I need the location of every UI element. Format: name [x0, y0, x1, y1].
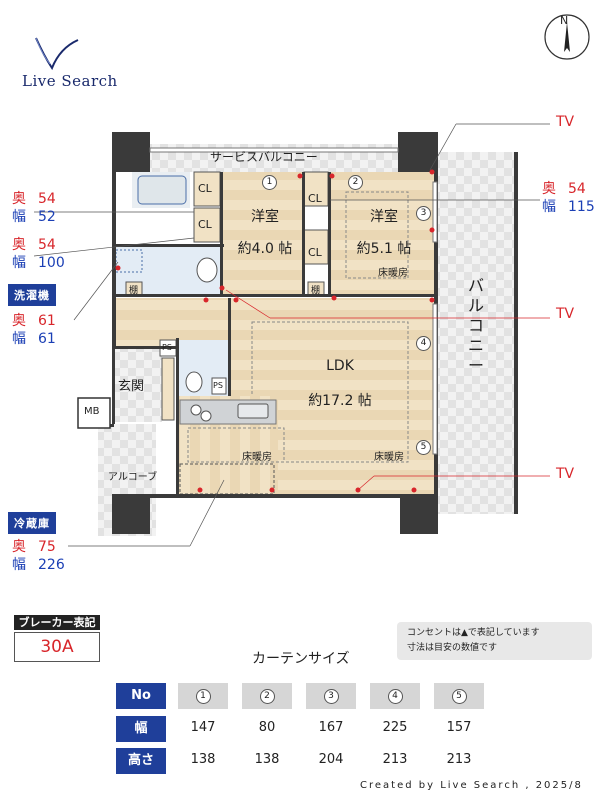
balcony-label: バルコニー	[467, 276, 484, 375]
tv-label: TV	[556, 466, 575, 482]
compass-icon	[544, 14, 590, 60]
curtain-width-cell: 80	[258, 720, 276, 735]
curtain-height-cell: 213	[446, 752, 472, 767]
room1-name: 洋室	[251, 209, 279, 225]
ldk-floor-heating: 床暖房	[374, 452, 404, 463]
curtain-number-cell: 5	[434, 683, 484, 709]
window-number: 3	[416, 206, 431, 221]
curtain-width-cell: 147	[190, 720, 216, 735]
floor-plan	[33, 123, 550, 547]
curtain-height-cell: 138	[254, 752, 280, 767]
window-number: 2	[348, 175, 363, 190]
alcove-label: アルコーブ	[108, 472, 158, 483]
closet-label: CL	[308, 246, 322, 259]
window-number: 1	[262, 175, 277, 190]
curtain-height-cell: 213	[382, 752, 408, 767]
room2-floor-heating: 床暖房	[378, 268, 408, 279]
curtain-height-cell: 204	[318, 752, 344, 767]
ps-label: PS	[162, 343, 172, 352]
row-label-no: No	[116, 683, 166, 709]
service-balcony-label: サービスバルコニー	[210, 150, 318, 164]
curtain-width-cell: 167	[318, 720, 344, 735]
breaker-value: 30A	[14, 632, 100, 662]
curtain-title: カーテンサイズ	[252, 651, 350, 667]
curtain-height-cell: 138	[190, 752, 216, 767]
tv-label: TV	[556, 114, 575, 130]
curtain-number-cell: 1	[178, 683, 228, 709]
curtain-number-cell: 2	[242, 683, 292, 709]
ldk-size: 約17.2 帖	[308, 393, 372, 409]
note-line-2: 寸法は目安の数値です	[407, 643, 498, 653]
shelf-label: 棚	[129, 286, 139, 296]
footer-credit: Created by Live Search , 2025/8	[360, 780, 583, 791]
logo-text: Live Search	[22, 72, 118, 90]
breaker-header: ブレーカー表記	[14, 615, 100, 630]
curtain-width-cell: 157	[446, 720, 472, 735]
logo-mark	[35, 37, 79, 71]
row-label-width: 幅	[116, 716, 166, 742]
fridge-label: 冷蔵庫	[8, 512, 56, 534]
mb-label: MB	[84, 406, 100, 417]
shelf-label: 棚	[311, 286, 321, 296]
curtain-width-cell: 225	[382, 720, 408, 735]
kitchen-floor-heating: 床暖房	[242, 452, 272, 463]
window-number: 4	[416, 336, 431, 351]
room2-size: 約5.1 帖	[356, 241, 412, 257]
ps-label: PS	[213, 381, 223, 390]
window-number: 5	[416, 440, 431, 455]
closet-label: CL	[198, 182, 212, 195]
curtain-number-cell: 4	[370, 683, 420, 709]
room1-size: 約4.0 帖	[237, 241, 293, 257]
ldk-name: LDK	[326, 358, 354, 374]
closet-label: CL	[308, 192, 322, 205]
compass-letter: N	[560, 14, 569, 27]
tv-label: TV	[556, 306, 575, 322]
closet-label: CL	[198, 218, 212, 231]
note-line-1: コンセントは▲で表記しています	[407, 628, 540, 638]
note-box: コンセントは▲で表記しています 寸法は目安の数値です	[397, 622, 592, 660]
curtain-number-cell: 3	[306, 683, 356, 709]
entrance-label: 玄関	[118, 379, 145, 394]
washer-label: 洗濯機	[8, 284, 56, 306]
row-label-height: 高さ	[116, 748, 166, 774]
room2-name: 洋室	[370, 209, 398, 225]
